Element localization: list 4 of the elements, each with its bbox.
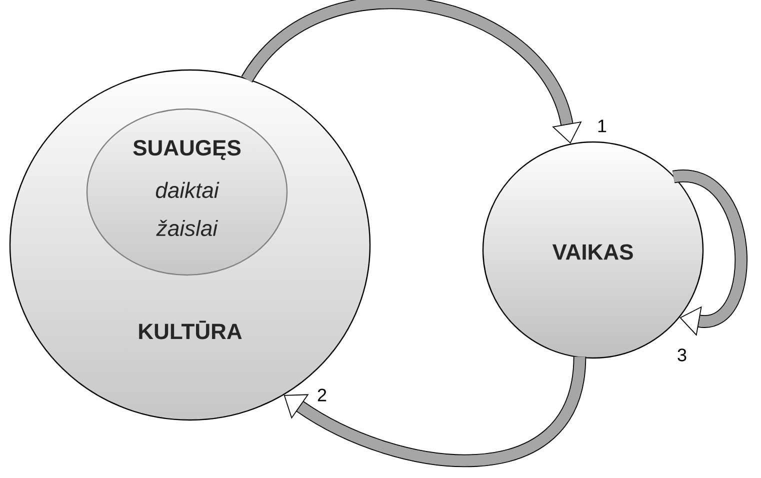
block-arrow — [674, 170, 748, 336]
edge-label: 2 — [316, 388, 328, 402]
block-arrow — [284, 356, 586, 467]
edge-label: 1 — [596, 118, 608, 134]
